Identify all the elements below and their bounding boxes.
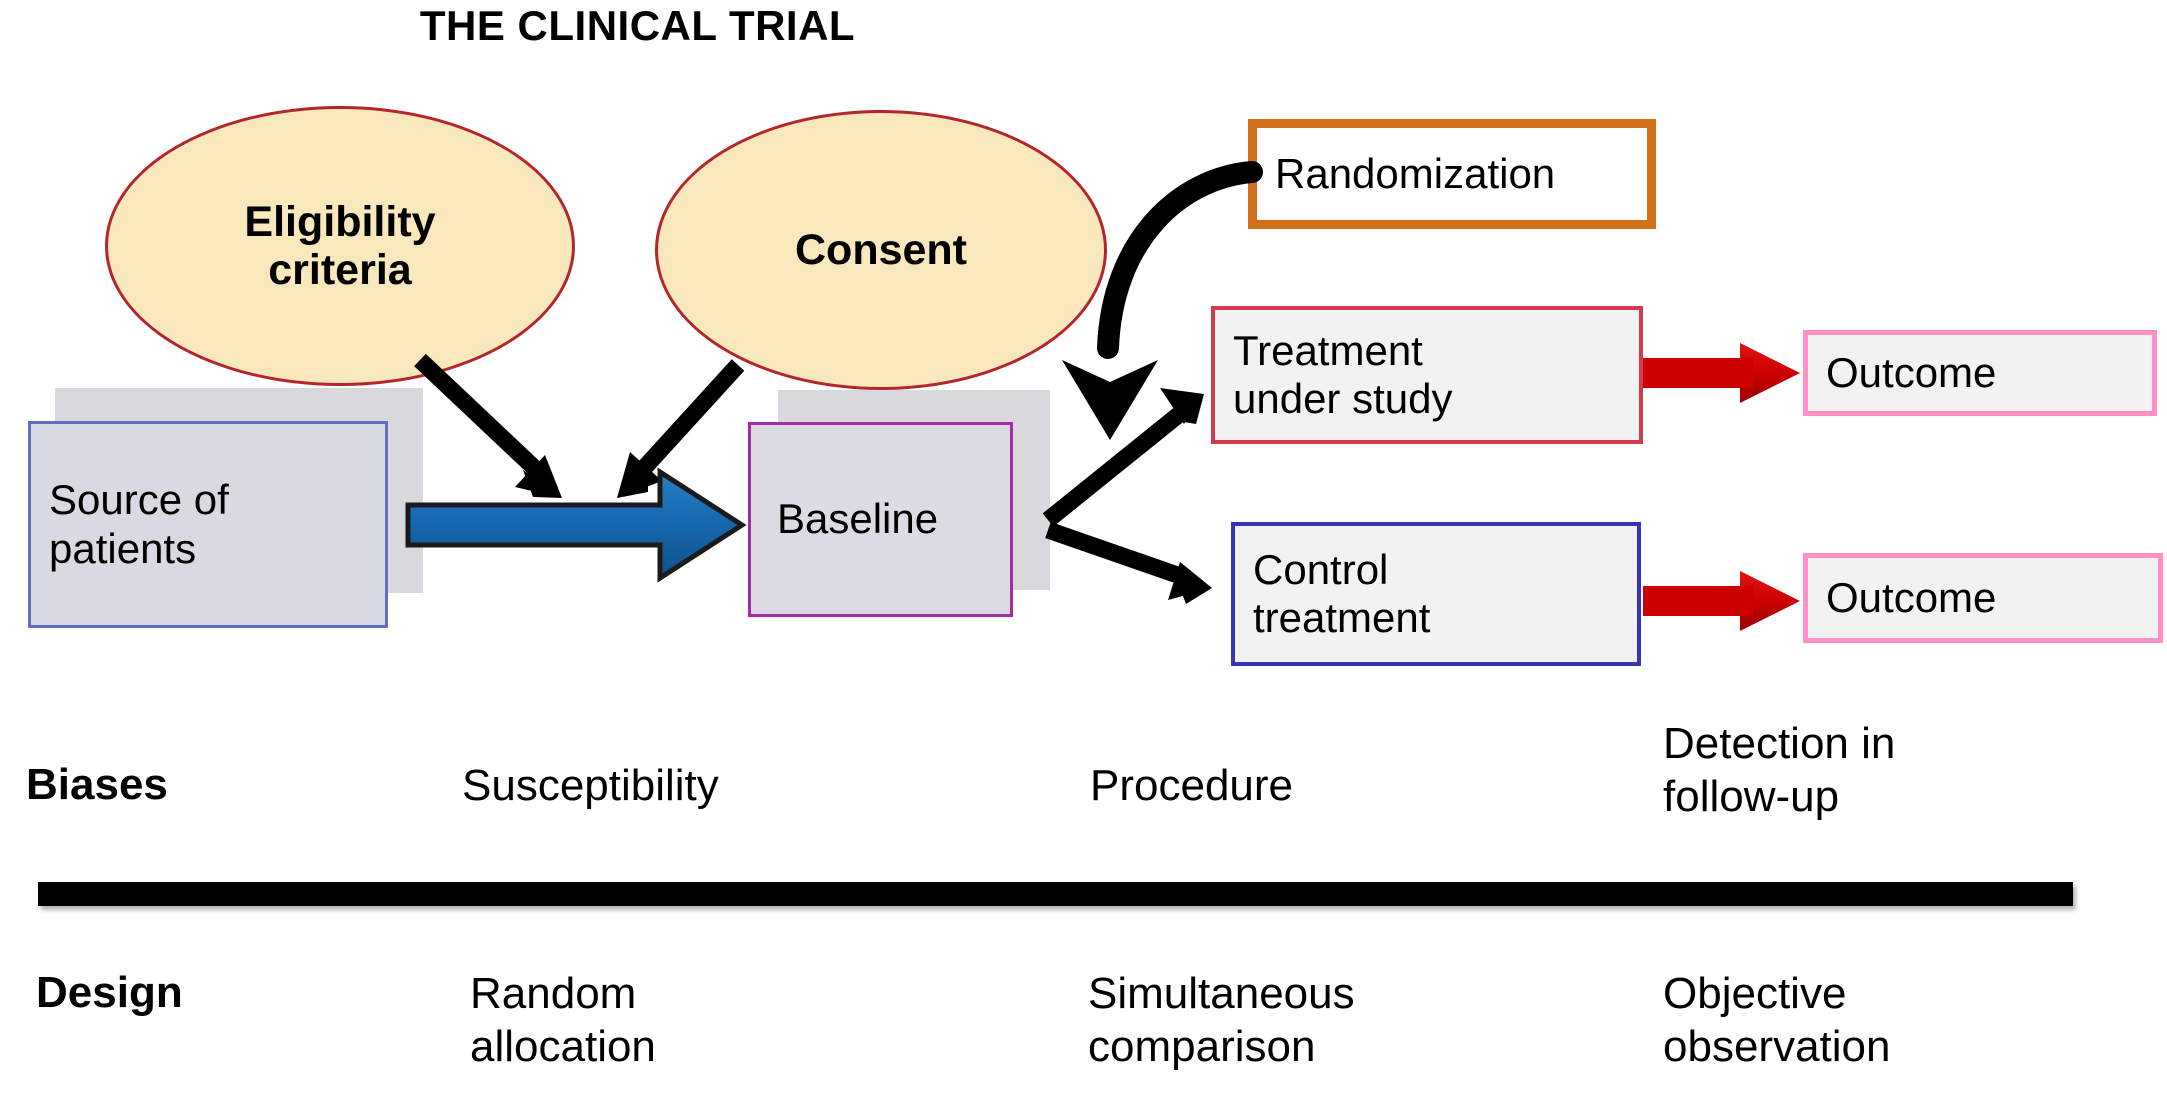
control-treatment-label: Control treatment <box>1235 546 1440 643</box>
source-of-patients-label: Source of patients <box>31 476 239 573</box>
treatment-under-study-label: Treatment under study <box>1215 327 1462 424</box>
consent-node: Consent <box>655 110 1107 390</box>
outcome-bottom-box: Outcome <box>1803 553 2163 643</box>
randomization-label: Randomization <box>1275 149 1556 197</box>
control-line-1: Control <box>1253 545 1389 593</box>
source-of-patients-box: Source of patients <box>28 421 388 628</box>
consent-to-baseline-arrow <box>617 359 745 498</box>
biases-cell-detection: Detection in follow-up <box>1663 718 2093 824</box>
outcome-bottom-group: Outcome <box>1803 553 2167 663</box>
design-cell-1-line-2: allocation <box>470 1021 656 1071</box>
treatment-group: Treatment under study <box>1211 306 1651 466</box>
treatment-line-2: under study <box>1233 375 1453 422</box>
control-group: Control treatment <box>1231 522 1651 682</box>
eligibility-criteria-label: Eligibility criteria <box>244 198 435 294</box>
treatment-line-1: Treatment <box>1233 326 1423 374</box>
randomization-group: Randomization <box>1248 119 1668 239</box>
baseline-label: Baseline <box>777 495 939 543</box>
baseline-box: Baseline <box>748 422 1013 617</box>
design-cell-3-line-2: observation <box>1663 1021 1891 1071</box>
source-to-baseline-blue-arrow <box>405 467 747 583</box>
design-cell-3-line-1: Objective <box>1663 969 1847 1018</box>
consent-label: Consent <box>795 225 967 274</box>
design-cell-objective-observation: Objective observation <box>1663 968 2093 1074</box>
section-divider-bar <box>38 882 2073 906</box>
design-cell-1-line-1: Random <box>470 969 637 1018</box>
biases-cell-1-line-1: Susceptibility <box>462 761 719 810</box>
design-cell-random-allocation: Random allocation <box>470 968 870 1074</box>
control-treatment-box: Control treatment <box>1231 522 1641 666</box>
baseline-to-control-arrow <box>1045 521 1212 604</box>
design-cell-simultaneous-comparison: Simultaneous comparison <box>1088 968 1518 1074</box>
biases-cell-2-line-1: Procedure <box>1090 761 1294 810</box>
baseline-group: Baseline <box>748 390 1058 630</box>
biases-row-label: Biases <box>26 760 168 809</box>
eligibility-to-baseline-arrow <box>414 353 562 498</box>
design-cell-2-line-2: comparison <box>1088 1021 1316 1071</box>
outcome-top-box: Outcome <box>1803 330 2157 416</box>
treatment-to-outcome-red-arrow <box>1643 343 1800 403</box>
eligibility-criteria-node: Eligibility criteria <box>105 106 575 386</box>
biases-cell-3-line-1: Detection in <box>1663 719 1896 768</box>
treatment-under-study-box: Treatment under study <box>1211 306 1643 444</box>
eligibility-line-1: Eligibility <box>244 197 436 246</box>
source-line-2: patients <box>49 524 197 572</box>
baseline-to-treatment-arrow <box>1042 388 1204 527</box>
randomization-box: Randomization <box>1248 119 1656 229</box>
outcome-bottom-label: Outcome <box>1826 573 1997 621</box>
design-row-label: Design <box>36 968 183 1017</box>
page-title: THE CLINICAL TRIAL <box>419 2 856 49</box>
eligibility-line-2: criteria <box>268 246 412 294</box>
outcome-top-group: Outcome <box>1803 330 2167 440</box>
biases-cell-susceptibility: Susceptibility <box>462 760 882 813</box>
source-of-patients-group: Source of patients <box>28 388 428 628</box>
source-line-1: Source of <box>49 476 229 524</box>
biases-cell-3-line-2: follow-up <box>1663 771 1840 821</box>
control-to-outcome-red-arrow <box>1643 571 1800 631</box>
outcome-top-label: Outcome <box>1826 348 1997 396</box>
biases-cell-procedure: Procedure <box>1090 760 1470 813</box>
control-line-2: treatment <box>1253 594 1431 641</box>
design-cell-2-line-1: Simultaneous <box>1088 969 1355 1018</box>
